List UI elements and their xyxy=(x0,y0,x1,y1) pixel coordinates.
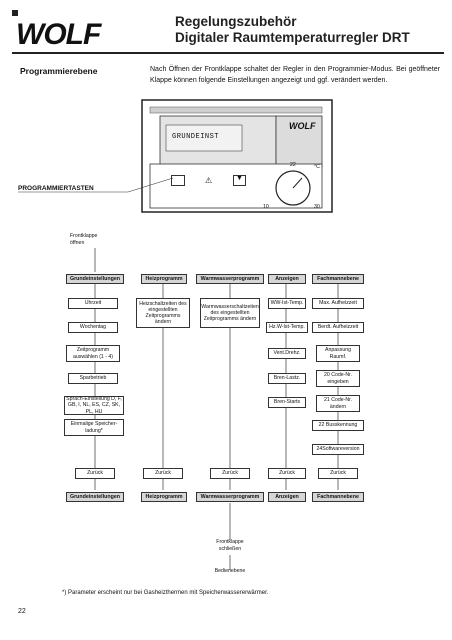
header-grundeinstellungen[interactable]: Grundeinstellungen xyxy=(66,274,124,284)
back-button[interactable]: Zurück xyxy=(75,468,115,479)
keys-pointer-line xyxy=(18,177,174,193)
header-heizprogramm[interactable]: Heizprogramm xyxy=(141,492,187,502)
header-rule xyxy=(12,52,444,54)
dial-tick: 10 xyxy=(263,204,269,210)
col1-item[interactable]: Zeitprogramm auswählen (1 - 4) xyxy=(66,345,120,362)
page-title: Regelungszubehör Digitaler Raumtemperatu… xyxy=(175,14,410,45)
col5-item[interactable]: 20 Code-Nr. eingeben xyxy=(316,370,360,387)
header-warmwasserprogramm[interactable]: Warmwasserprogramm xyxy=(196,492,264,502)
temperature-dial[interactable] xyxy=(258,160,328,210)
dial-tick: 30 xyxy=(314,204,320,210)
header-heizprogramm[interactable]: Heizprogramm xyxy=(141,274,187,284)
col5-item[interactable]: Berdt. Aufheizzeit xyxy=(312,322,364,333)
wolf-logo: WOLF xyxy=(12,10,103,50)
col1-item[interactable]: Sprach-Einstellung D, F, GB, I, NL, ES, … xyxy=(64,396,124,415)
header-anzeigen[interactable]: Anzeigen xyxy=(268,492,306,502)
col5-item[interactable]: Anpassung Raumf. xyxy=(316,345,360,362)
end-label: Bedienebene xyxy=(214,568,246,574)
down-triangle-icon: ▼ xyxy=(236,175,243,182)
col5-item[interactable]: 21 Code-Nr. ändern xyxy=(316,395,360,412)
col1-item[interactable]: Sparbetrieb xyxy=(68,373,118,384)
start-note: Frontklappe öffnen xyxy=(70,233,98,246)
col5-item[interactable]: Max. Aufheizzeit xyxy=(312,298,364,309)
col1-item[interactable]: Einmalige Speicher-ladung* xyxy=(64,419,124,436)
col5-item[interactable]: 22 Busskennung xyxy=(312,420,364,431)
warning-key-icon[interactable]: ⚠ xyxy=(205,176,213,185)
device-brand: WOLF xyxy=(289,121,316,131)
col1-item[interactable]: Uhrzeit xyxy=(68,298,118,309)
end-note: Frontklappe schließen xyxy=(216,539,244,552)
header-fachmannebene[interactable]: Fachmannebene xyxy=(312,492,364,502)
col4-item[interactable]: WW-Ist-Temp. xyxy=(268,298,306,309)
header-anzeigen[interactable]: Anzeigen xyxy=(268,274,306,284)
section-title: Programmierebene xyxy=(20,66,98,76)
col5-item[interactable]: 24Softwareversion xyxy=(312,444,364,455)
header-warmwasserprogramm[interactable]: Warmwasserprogramm xyxy=(196,274,264,284)
controller-illustration xyxy=(141,99,333,213)
col2-item[interactable]: Heizschaltzeiten des eingestellten Zeitp… xyxy=(136,298,190,328)
display-text: GRUNDEINST xyxy=(172,133,220,141)
dial-tick: 22 xyxy=(290,162,296,168)
page-number: 22 xyxy=(18,608,26,615)
keys-label: PROGRAMMIERTASTEN xyxy=(18,185,94,192)
header-grundeinstellungen[interactable]: Grundeinstellungen xyxy=(66,492,124,502)
dial-unit: °C xyxy=(314,164,320,170)
col3-item[interactable]: Warmwasserschaltzeiten des eingestellten… xyxy=(200,298,260,328)
col4-item[interactable]: Vent.Drehz. xyxy=(268,348,306,359)
intro-text: Nach Öffnen der Frontklappe schaltet der… xyxy=(150,66,440,84)
clock-key[interactable] xyxy=(171,175,185,186)
header-fachmannebene[interactable]: Fachmannebene xyxy=(312,274,364,284)
footnote: *) Parameter erscheint nur bei Gasheizth… xyxy=(62,590,269,596)
svg-text:WOLF: WOLF xyxy=(16,18,102,50)
col4-item[interactable]: Bren-Starts xyxy=(268,397,306,408)
col4-item[interactable]: Hz.W-Ist-Temp. xyxy=(266,322,308,333)
back-button[interactable]: Zurück xyxy=(318,468,358,479)
down-key[interactable] xyxy=(233,175,246,186)
col4-item[interactable]: Bren-Lastz. xyxy=(268,373,306,384)
back-button[interactable]: Zurück xyxy=(210,468,250,479)
back-button[interactable]: Zurück xyxy=(268,468,306,479)
col1-item[interactable]: Wochentag xyxy=(68,322,118,333)
back-button[interactable]: Zurück xyxy=(143,468,183,479)
